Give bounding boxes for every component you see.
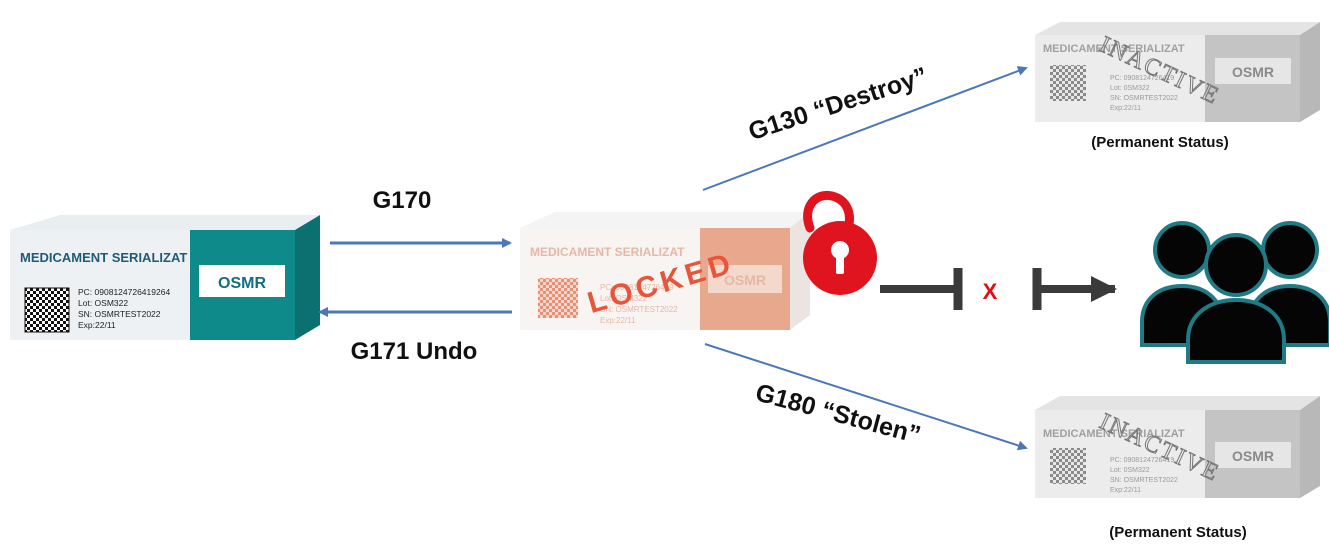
box-pc: PC: 0908124726419 bbox=[1110, 75, 1174, 82]
box-lot: Lot: 0SM322 bbox=[1110, 467, 1150, 474]
permanent-status-label: (Permanent Status) bbox=[1109, 524, 1247, 541]
box-top-face bbox=[1035, 22, 1320, 35]
box-top-face bbox=[1035, 396, 1320, 410]
box-sn: SN: OSMRTEST2022 bbox=[1110, 477, 1178, 484]
box-title: MEDICAMENT SERIALIZAT bbox=[1043, 43, 1185, 55]
datamatrix-icon bbox=[1050, 65, 1086, 101]
box-sn: SN: OSMRTEST2022 bbox=[600, 305, 678, 314]
box-title: MEDICAMENT SERIALIZAT bbox=[20, 250, 187, 265]
box-side-face bbox=[1300, 22, 1320, 122]
people-group-icon bbox=[1140, 221, 1329, 364]
box-pc: PC: 0908124726419 bbox=[600, 283, 674, 292]
osmr-logo-box bbox=[708, 265, 782, 293]
inactive-medicine-box-top: MEDICAMENT SERIALIZAT PC: 0908124726419 … bbox=[1035, 22, 1320, 122]
box-side-face bbox=[790, 212, 810, 330]
datamatrix-icon bbox=[538, 278, 578, 318]
permanent-status-label: (Permanent Status) bbox=[1091, 134, 1229, 151]
osmr-logo: OSMR bbox=[724, 272, 766, 288]
datamatrix-icon bbox=[24, 287, 70, 333]
box-title: MEDICAMENT SERIALIZAT bbox=[530, 245, 685, 259]
g130-destroy-arrow bbox=[702, 66, 1028, 191]
padlock-icon bbox=[803, 190, 877, 295]
box-exp: Exp:22/11 bbox=[1110, 487, 1141, 494]
osmr-logo-box bbox=[1215, 442, 1291, 468]
g180-stolen-label: G180 “Stolen” bbox=[753, 379, 924, 450]
box-lot: Lot: OSM322 bbox=[600, 294, 648, 303]
inactive-medicine-box-bottom: MEDICAMENT SERIALIZAT PC: 0908124726419 … bbox=[1035, 396, 1320, 498]
box-top-face bbox=[10, 215, 320, 230]
osmr-logo: OSMR bbox=[1232, 448, 1274, 464]
datamatrix-icon bbox=[1050, 448, 1086, 484]
g180-stolen-arrow bbox=[704, 343, 1028, 451]
locked-medicine-box: MEDICAMENT SERIALIZAT PC: 0908124726419 … bbox=[520, 212, 810, 330]
box-lot: Lot: 0SM322 bbox=[1110, 85, 1150, 92]
blocked-x-mark: X bbox=[983, 279, 998, 304]
box-exp: Exp:22/11 bbox=[1110, 105, 1141, 112]
box-top-face bbox=[520, 212, 810, 228]
g171-undo-label: G171 Undo bbox=[351, 338, 478, 365]
box-sn: SN: OSMRTEST2022 bbox=[1110, 95, 1178, 102]
box-title: MEDICAMENT SERIALIZAT bbox=[1043, 428, 1185, 440]
osmr-logo-box bbox=[199, 265, 285, 297]
box-pc: PC: 0908124726419264 bbox=[78, 287, 170, 297]
box-pc: PC: 0908124726419 bbox=[1110, 457, 1174, 464]
active-medicine-box: MEDICAMENT SERIALIZAT PC: 09081247264192… bbox=[10, 215, 320, 340]
box-lot: Lot: OSM322 bbox=[78, 298, 128, 308]
box-side-face bbox=[1300, 396, 1320, 498]
box-exp: Exp:22/11 bbox=[78, 320, 116, 330]
osmr-logo: OSMR bbox=[1232, 64, 1274, 80]
g130-destroy-label: G130 “Destroy” bbox=[745, 62, 931, 146]
osmr-logo: OSMR bbox=[218, 275, 266, 292]
box-side-face bbox=[295, 215, 320, 340]
blocked-connector: X bbox=[880, 268, 1117, 310]
osmr-logo-box bbox=[1215, 58, 1291, 84]
g170-label: G170 bbox=[373, 187, 432, 214]
box-sn: SN: OSMRTEST2022 bbox=[78, 309, 161, 319]
box-exp: Exp:22/11 bbox=[600, 316, 636, 325]
